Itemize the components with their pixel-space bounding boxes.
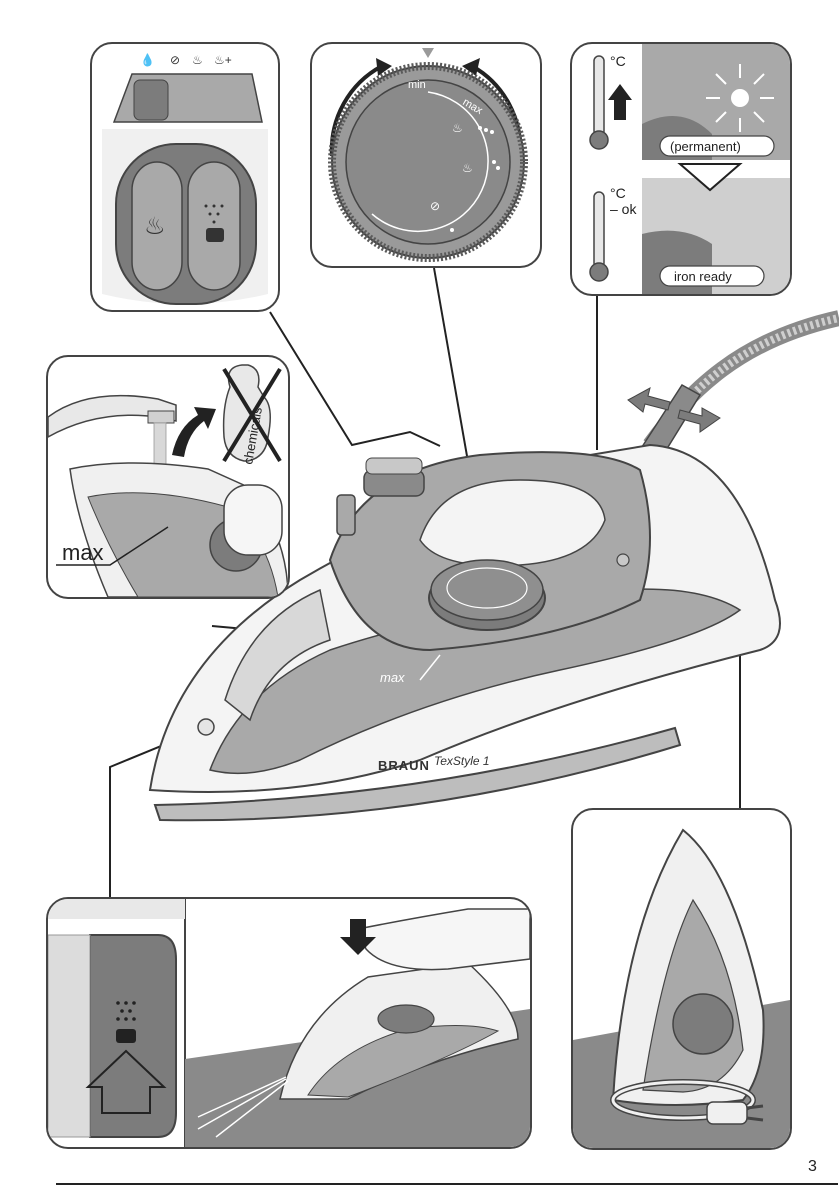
model-name: TexStyle 1 (434, 754, 490, 768)
steam-icon: ♨ (192, 53, 203, 67)
dial-pointer (422, 48, 434, 58)
thermometer-bottom (590, 192, 608, 281)
heating-up-arrow (608, 84, 632, 120)
celsius-top: °C (610, 53, 626, 69)
celsius-bottom: °C (610, 185, 626, 201)
dial-steam-icon: ♨ (462, 161, 473, 175)
panel-iron-stand (571, 808, 792, 1150)
steam-plus-icon: ♨+ (214, 53, 232, 67)
panel-ready-light: °C (permanent) °C – ok iron ready (570, 42, 792, 296)
page-number: 3 (808, 1158, 817, 1176)
thermometer-top (590, 56, 608, 149)
panel-temperature-dial: min max ♨ ♨ ⊘ (310, 42, 542, 268)
permanent-label: (permanent) (670, 139, 741, 154)
stand-dial (673, 994, 733, 1054)
light-flash-icon (706, 64, 774, 132)
max-fill-mark: max (380, 670, 405, 685)
tilt-arrow (172, 407, 216, 457)
max-fill-label: max (62, 540, 104, 565)
panel-spray-button (46, 897, 532, 1149)
spray-nozzle (198, 719, 214, 735)
spray-button[interactable] (188, 162, 240, 290)
brand-logo: BRAUN (378, 758, 430, 773)
panel-steam-buttons: 💧 ⊘ ♨ ♨+ ♨ (90, 42, 280, 312)
dial-min-label: min (408, 79, 426, 91)
hand-holding-iron (224, 485, 282, 555)
iron-ready-label: iron ready (674, 269, 732, 284)
drop-plus-icon: 💧 (140, 53, 155, 67)
panel-water-filling: chemicals max (46, 355, 290, 599)
dial-steam-plus-icon: ♨ (452, 121, 463, 135)
ok-mark: – ok (610, 201, 637, 217)
main-temperature-dial (429, 560, 545, 630)
pressing-hand (358, 909, 530, 970)
steam-mode-icons: 💧 ⊘ ♨ ♨+ (140, 53, 232, 67)
dial-face (346, 80, 510, 244)
dial-no-steam-icon: ⊘ (430, 199, 440, 213)
ready-light (617, 554, 629, 566)
burst-steam-icon: ♨ (144, 213, 166, 240)
steam-lever (337, 495, 355, 535)
top-steam-buttons (364, 458, 424, 496)
footer-rule (56, 1183, 838, 1185)
no-steam-icon: ⊘ (170, 53, 180, 67)
